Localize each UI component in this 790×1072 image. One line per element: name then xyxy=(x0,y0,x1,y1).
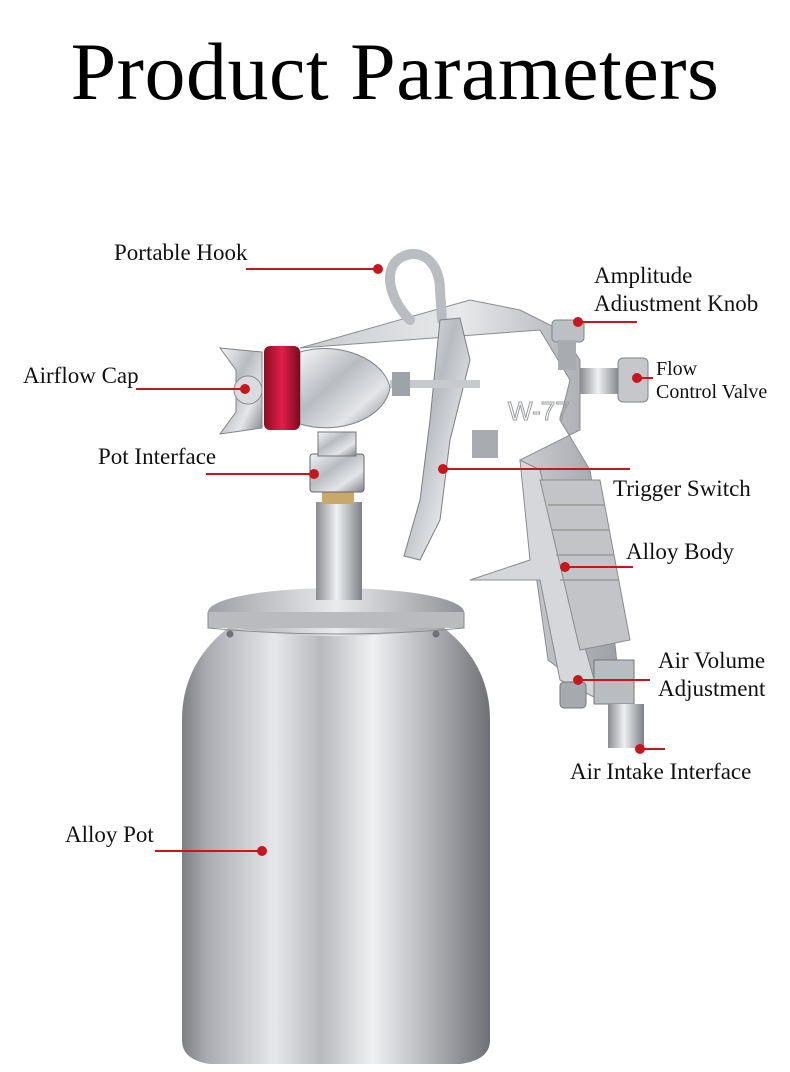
alloy-pot-shape xyxy=(182,588,490,1064)
label-trigger-switch: Trigger Switch xyxy=(613,476,751,501)
page-title: Product Parameters xyxy=(70,26,720,117)
label-air-volume-line2: Adjustment xyxy=(658,676,766,701)
label-air-intake: Air Intake Interface xyxy=(570,759,752,784)
label-pot-interface: Pot Interface xyxy=(98,444,217,469)
label-flow-line1: Flow xyxy=(656,358,698,380)
label-air-volume-line1: Air Volume xyxy=(658,648,766,673)
model-marking: W-77 xyxy=(508,396,570,426)
callout-leaders xyxy=(136,264,665,856)
label-amplitude-line1: Amplitude xyxy=(594,263,693,288)
label-portable-hook: Portable Hook xyxy=(114,240,248,265)
pot-interface-shape xyxy=(309,431,365,600)
air-intake-shape xyxy=(559,659,644,748)
label-alloy-pot: Alloy Pot xyxy=(65,822,154,847)
label-flow-line2: Control Valve xyxy=(656,381,768,403)
label-alloy-body: Alloy Body xyxy=(626,539,734,564)
trigger-shape xyxy=(390,317,498,561)
label-airflow-cap: Airflow Cap xyxy=(23,363,139,388)
airflow-cap-shape xyxy=(218,346,391,435)
label-amplitude-line2: Adiustment Knob xyxy=(594,291,759,316)
